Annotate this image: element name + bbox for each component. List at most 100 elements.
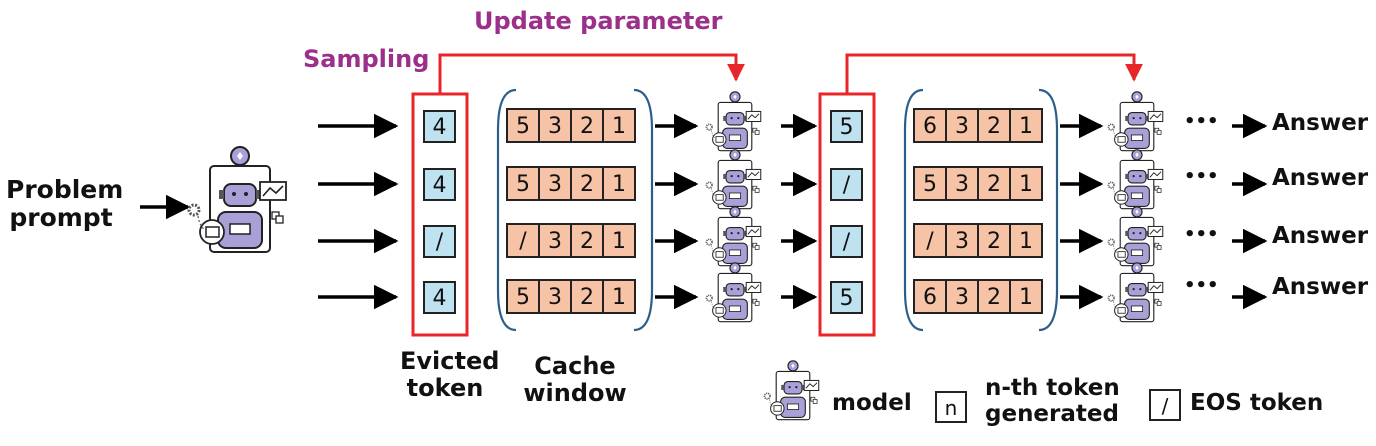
stage2-cache-row-4-cell-0 [913,279,947,314]
stage1-evicted-token-2-text: 4 [433,173,447,198]
cache-window-2-bracket-left [903,88,924,332]
cache-window-1-bracket-left [496,88,517,332]
stage2-cache-row-4-cell-0-text: 6 [923,285,937,310]
stage1-cache-row-3-cell-3-text: 1 [612,229,626,254]
stage2-cache-row-4-cell-1-text: 3 [955,285,969,310]
stage1-cache-row-1-cell-2-text: 2 [580,114,594,139]
stage2-cache-row-4-cell-1 [945,279,979,314]
problem-prompt-line1: Problem [6,175,124,204]
stage2-cache-row-3-cell-2 [977,223,1011,258]
legend-eos-label: EOS token [1190,390,1324,416]
stage2-cache-row-3-cell-2-text: 2 [987,229,1001,254]
stage1-cache-row-1-cell-1-text: 3 [548,114,562,139]
ellipsis-3: ••• [1184,224,1219,245]
cache-window-line2: window [523,378,627,407]
stage2-cache-row-2-cell-0-text: 5 [923,172,937,197]
stage2-evicted-token-3 [830,225,863,258]
legend-nth-token-box [935,391,967,423]
stage1-evicted-token-3-text: / [436,230,444,255]
stage2-cache-row-1-cell-0-text: 6 [923,114,937,139]
stage1-model-robot-2 [705,149,762,210]
stage1-cache-row-1-cell-3-text: 1 [612,114,626,139]
stage1-model-robot-4 [705,262,762,323]
stage1-evicted-token-3 [423,225,456,258]
legend-nth-token-label: n-th token generated [985,375,1120,428]
stage2-cache-row-1-cell-2-text: 2 [987,114,1001,139]
legend-eos-box [1149,389,1181,421]
legend-model-icon [763,360,820,421]
stage1-evicted-token-4-text: 4 [433,286,447,311]
stage2-cache-row-1-cell-3 [1009,108,1043,143]
stage1-cache-row-3-cell-2 [570,223,604,258]
stage1-cache-row-4-cell-2 [570,279,604,314]
stage2-evicted-token-1-text: 5 [840,115,854,140]
cache-window-2-bracket-right [1038,88,1059,332]
ellipsis-1: ••• [1184,111,1219,132]
cache-window-label: Cache window [520,353,630,407]
stage2-cache-row-1-cell-1 [945,108,979,143]
stage1-model-robot-1 [705,91,762,152]
stage1-evicted-token-1-text: 4 [433,115,447,140]
problem-prompt-label: Problem prompt [6,175,124,232]
ellipsis-2: ••• [1184,166,1219,187]
stage2-cache-row-2-cell-3-text: 1 [1019,172,1033,197]
stage1-cache-row-2-cell-0 [506,166,540,201]
stage1-cache-row-4-cell-0 [506,279,540,314]
stage2-cache-row-4-cell-3-text: 1 [1019,285,1033,310]
stage1-cache-row-3-cell-0-text: / [519,229,527,254]
stage1-cache-row-2-cell-1-text: 3 [548,172,562,197]
stage1-cache-row-1-cell-3 [602,108,636,143]
evicted-token-label: Evicted token [400,348,499,402]
stage2-model-robot-1 [1107,91,1164,152]
legend-nth-token-symbol: n [945,396,958,420]
stage1-evicted-token-4 [423,281,456,314]
stage1-cache-row-4-cell-1-text: 3 [548,285,562,310]
stage2-cache-row-4-cell-2-text: 2 [987,285,1001,310]
cache-window-line1: Cache [534,352,616,380]
stage1-cache-row-4-cell-2-text: 2 [580,285,594,310]
cache-window-1-bracket-right [633,88,654,332]
stage2-evicted-token-4 [830,281,863,314]
stage2-evicted-token-4-text: 5 [840,286,854,311]
answer-label-2: Answer [1272,165,1369,191]
legend-nth-token-line1: n-th token [985,375,1120,401]
stage1-cache-row-2-cell-3 [602,166,636,201]
stage1-cache-row-1-cell-0-text: 5 [516,114,530,139]
stage1-cache-row-3-cell-2-text: 2 [580,229,594,254]
stage1-cache-row-4-cell-0-text: 5 [516,285,530,310]
update-parameter-arrow-1 [438,53,745,94]
stage2-cache-row-1-cell-3-text: 1 [1019,114,1033,139]
stage2-cache-row-3-cell-1 [945,223,979,258]
stage1-cache-row-2-cell-0-text: 5 [516,172,530,197]
update-parameter-arrow-2 [845,53,1143,94]
stage1-evicted-token-1 [423,110,456,143]
stage1-cache-row-3-cell-1-text: 3 [548,229,562,254]
stage2-cache-row-3-cell-1-text: 3 [955,229,969,254]
stage2-cache-row-4-cell-3 [1009,279,1043,314]
update-parameter-label: Update parameter [474,7,723,35]
stage2-model-robot-4 [1107,262,1164,323]
stage1-cache-row-2-cell-3-text: 1 [612,172,626,197]
stage2-cache-row-2-cell-2 [977,166,1011,201]
ellipsis-4: ••• [1184,275,1219,296]
stage1-cache-row-4-cell-3 [602,279,636,314]
evicted-token-line2: token [406,373,484,402]
answer-label-3: Answer [1272,223,1369,249]
stage2-evicted-token-2-text: / [843,173,851,198]
stage2-evicted-token-1 [830,110,863,143]
stage1-cache-row-4-cell-3-text: 1 [612,285,626,310]
stage1-cache-row-2-cell-2-text: 2 [580,172,594,197]
stage2-cache-row-2-cell-2-text: 2 [987,172,1001,197]
stage2-evicted-token-2 [830,168,863,201]
stage1-evicted-token-2 [423,168,456,201]
legend-model-label: model [832,390,912,416]
stage2-cache-row-3-cell-3-text: 1 [1019,229,1033,254]
stage2-cache-row-2-cell-1-text: 3 [955,172,969,197]
stage2-model-robot-3 [1107,206,1164,267]
stage1-cache-row-3-cell-3 [602,223,636,258]
stage2-evicted-token-3-text: / [843,230,851,255]
answer-label-1: Answer [1272,110,1369,136]
stage2-cache-row-3-cell-0-text: / [926,229,934,254]
stage1-model-robot-3 [705,206,762,267]
